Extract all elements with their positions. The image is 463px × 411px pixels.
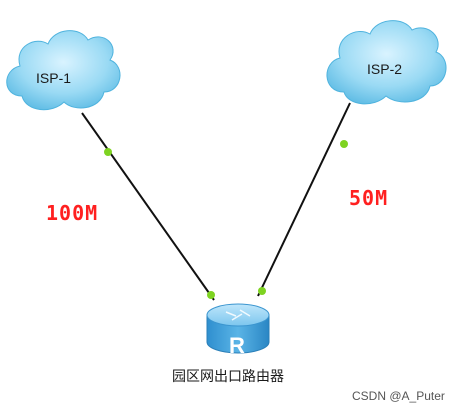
port-dot-isp2-side <box>340 140 348 148</box>
isp2-cloud[interactable]: ISP-2 <box>326 20 447 105</box>
campus-egress-router[interactable]: R 园区网出口路由器 <box>172 303 284 385</box>
watermark: CSDN @A_Puter <box>352 389 445 403</box>
bandwidth-isp1: 100M <box>46 201 98 225</box>
cloud-icon <box>326 20 447 105</box>
link-isp2-router <box>257 102 351 297</box>
isp1-label: ISP-1 <box>36 70 71 86</box>
cloud-icon <box>6 30 121 111</box>
router-icon: R <box>206 303 270 358</box>
port-dot-router-left <box>207 291 215 299</box>
isp2-label: ISP-2 <box>367 61 402 77</box>
router-letter: R <box>229 333 245 358</box>
port-dot-isp1-side <box>104 148 112 156</box>
port-dot-router-right <box>258 287 266 295</box>
isp1-cloud[interactable]: ISP-1 <box>6 30 121 111</box>
bandwidth-isp2: 50M <box>349 186 388 210</box>
router-caption: 园区网出口路由器 <box>172 369 284 385</box>
link-isp1-router <box>81 112 215 301</box>
